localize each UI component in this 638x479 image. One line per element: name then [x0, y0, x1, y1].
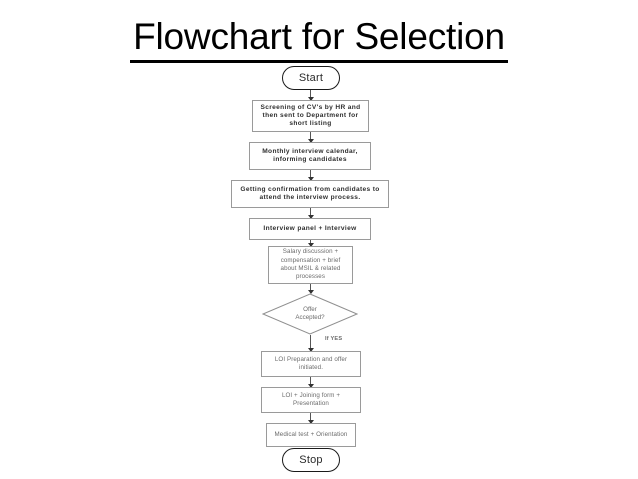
connector-calendar-to-confirm: [307, 170, 314, 181]
offer-line-2: Accepted?: [295, 314, 325, 321]
connector-screening-to-calendar: [307, 132, 314, 143]
flow-node-stop[interactable]: Stop: [282, 448, 340, 472]
arrowhead-icon: [307, 97, 314, 101]
page-title-container: Flowchart for Selection: [0, 16, 638, 63]
flow-node-confirmation-label: Getting confirmation from candidates to …: [240, 185, 380, 201]
connector-salary-to-decision: [307, 284, 314, 294]
arrowhead-icon: [307, 420, 314, 424]
flow-node-interview-panel-label: Interview panel + Interview: [263, 224, 357, 232]
diamond-shape-icon: [262, 293, 358, 335]
arrowhead-icon: [307, 243, 314, 247]
flow-node-salary-discussion-label: Salary discussion + compensation + brief…: [280, 248, 341, 281]
flow-node-calendar[interactable]: Monthly interview calendar, informing ca…: [249, 142, 371, 170]
flow-node-salary-discussion[interactable]: Salary discussion + compensation + brief…: [268, 246, 353, 284]
flow-node-loi-preparation-label: LOI Preparation and offer initiated.: [274, 355, 348, 371]
flow-node-offer-accepted[interactable]: Offer Accepted?: [262, 293, 358, 335]
flow-node-confirmation[interactable]: Getting confirmation from candidates to …: [231, 180, 389, 208]
arrowhead-icon: [307, 348, 314, 352]
flow-node-screening[interactable]: Screening of CV's by HR and then sent to…: [252, 100, 369, 132]
flowchart: Start Screening of CV's by HR and then s…: [0, 62, 638, 472]
flow-node-screening-label: Screening of CV's by HR and then sent to…: [260, 103, 361, 128]
flow-node-joining-form[interactable]: LOI + Joining form + Presentation: [261, 387, 361, 413]
offer-line-1: Offer: [303, 305, 317, 313]
arrowhead-icon: [307, 139, 314, 143]
flow-node-stop-label: Stop: [299, 454, 323, 466]
edge-label-if-yes: If YES: [325, 336, 343, 342]
connector-decision-to-loi: [307, 335, 314, 352]
arrowhead-icon: [307, 384, 314, 388]
flow-node-medical-test[interactable]: Medical test + Orientation: [266, 423, 356, 447]
arrowhead-icon: [307, 177, 314, 181]
arrowhead-icon: [307, 290, 314, 294]
arrowhead-icon: [307, 215, 314, 219]
flow-node-start[interactable]: Start: [282, 66, 340, 90]
connector-confirm-to-panel: [307, 208, 314, 219]
connector-loi-to-joining: [307, 377, 314, 388]
flow-node-calendar-label: Monthly interview calendar, informing ca…: [262, 147, 358, 163]
flow-node-loi-preparation[interactable]: LOI Preparation and offer initiated.: [261, 351, 361, 377]
flow-node-interview-panel[interactable]: Interview panel + Interview: [249, 218, 371, 240]
flow-node-start-label: Start: [298, 72, 324, 84]
connector-start-to-screening: [307, 90, 314, 101]
page-title: Flowchart for Selection: [130, 16, 508, 63]
connector-panel-to-salary: [307, 240, 314, 247]
flow-node-medical-test-label: Medical test + Orientation: [274, 430, 348, 438]
connector-joining-to-medical: [307, 413, 314, 424]
flow-node-joining-form-label: LOI + Joining form + Presentation: [281, 391, 341, 407]
flow-node-offer-accepted-text: Offer Accepted?: [262, 293, 358, 335]
